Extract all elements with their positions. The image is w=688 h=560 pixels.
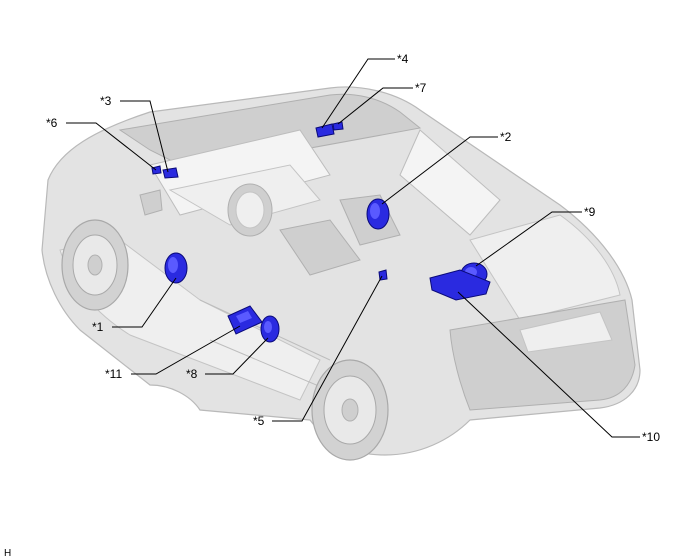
callout-1: *1 (92, 320, 104, 334)
callout-9: *9 (584, 205, 596, 219)
callout-6: *6 (46, 116, 58, 130)
leader-lines (66, 58, 640, 438)
callout-7: *7 (415, 81, 427, 95)
leader-line-6 (66, 122, 157, 171)
component-3-tweeter-left (162, 167, 179, 179)
callout-2: *2 (500, 130, 512, 144)
leader-line-10 (457, 291, 640, 438)
leader-line-4 (321, 58, 395, 129)
component-1-front-door-speaker-left (164, 252, 188, 284)
callout-labels: *1 *2 *3 *4 *5 *6 *7 *8 *9 *10 *11 H (4, 52, 660, 559)
callout-4: *4 (397, 52, 409, 66)
component-10-rear-shelf-unit (429, 269, 491, 301)
callout-3: *3 (100, 94, 112, 108)
component-4-center-unit (315, 123, 335, 138)
leader-line-2 (381, 136, 498, 205)
callout-5: *5 (253, 414, 265, 428)
leader-line-1 (112, 277, 177, 328)
component-6-pillar-unit (151, 165, 162, 175)
component-11-amplifier-bracket (227, 305, 263, 335)
component-8-rear-door-speaker (260, 315, 280, 343)
corner-mark: H (4, 548, 11, 559)
leader-line-8 (205, 337, 269, 375)
vehicle-illustration (41, 86, 641, 461)
leader-line-11 (131, 325, 241, 375)
callout-11: *11 (105, 367, 122, 381)
leader-line-3 (120, 100, 169, 173)
leader-line-5 (272, 275, 383, 422)
leader-line-9 (475, 211, 582, 267)
leader-line-7 (337, 87, 413, 125)
component-2-front-door-speaker-right (366, 198, 390, 230)
component-7-center-tweeter (332, 121, 344, 131)
callout-8: *8 (186, 367, 198, 381)
highlighted-components (151, 121, 491, 343)
callout-10: *10 (642, 430, 660, 444)
